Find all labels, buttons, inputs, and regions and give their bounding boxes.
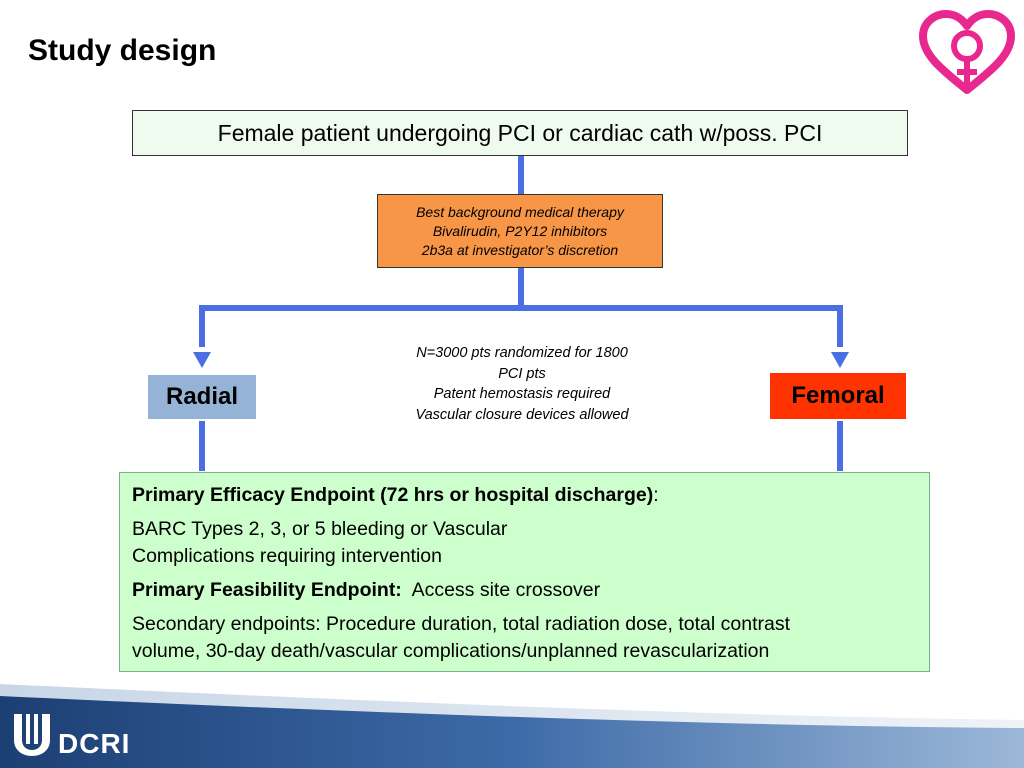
therapy-box: Best background medical therapy Bivaliru… bbox=[377, 194, 663, 268]
secondary-line-1: Secondary endpoints: Procedure duration,… bbox=[132, 613, 790, 635]
note-line-1: N=3000 pts randomized for 1800 bbox=[416, 345, 628, 361]
radial-arm-box: Radial bbox=[148, 375, 256, 419]
page-title: Study design bbox=[28, 34, 217, 67]
primary-efficacy-heading: Primary Efficacy Endpoint (72 hrs or hos… bbox=[132, 482, 917, 509]
primary-efficacy-text: BARC Types 2, 3, or 5 bleeding or Vascul… bbox=[132, 516, 917, 570]
therapy-line-1: Best background medical therapy bbox=[416, 204, 624, 220]
primary-feasibility-label: Primary Feasibility Endpoint: bbox=[132, 579, 402, 601]
footer-banner bbox=[0, 684, 1024, 768]
therapy-line-3: 2b3a at investigator’s discretion bbox=[421, 242, 619, 258]
primary-feasibility: Primary Feasibility Endpoint: Access sit… bbox=[132, 577, 917, 604]
connector-split bbox=[199, 305, 843, 347]
endpoints-box: Primary Efficacy Endpoint (72 hrs or hos… bbox=[119, 472, 930, 672]
heart-female-symbol-icon bbox=[919, 10, 1015, 94]
arrowhead-right bbox=[831, 352, 849, 368]
note-line-3: Patent hemostasis required bbox=[433, 386, 611, 402]
primary-efficacy-line-2: Complications requiring intervention bbox=[132, 545, 442, 567]
population-box: Female patient undergoing PCI or cardiac… bbox=[132, 110, 908, 156]
note-line-4: Vascular closure devices allowed bbox=[415, 406, 629, 423]
arrowhead-left bbox=[193, 352, 211, 368]
primary-efficacy-colon: : bbox=[653, 484, 659, 506]
secondary-line-2: volume, 30-day death/vascular complicati… bbox=[132, 640, 770, 662]
primary-efficacy-line-1: BARC Types 2, 3, or 5 bleeding or Vascul… bbox=[132, 518, 508, 540]
primary-efficacy-label: Primary Efficacy Endpoint (72 hrs or hos… bbox=[132, 484, 654, 506]
secondary-endpoints: Secondary endpoints: Procedure duration,… bbox=[132, 611, 917, 665]
dcri-shield-icon bbox=[14, 714, 50, 756]
randomization-note: N=3000 pts randomized for 1800 PCI pts P… bbox=[362, 343, 682, 425]
primary-feasibility-text: Access site crossover bbox=[411, 579, 601, 601]
femoral-arm-box: Femoral bbox=[770, 373, 906, 419]
note-line-2: PCI pts bbox=[498, 365, 546, 382]
therapy-line-2: Bivalirudin, P2Y12 inhibitors bbox=[432, 223, 608, 239]
dcri-logo-text: DCRI bbox=[58, 728, 131, 759]
